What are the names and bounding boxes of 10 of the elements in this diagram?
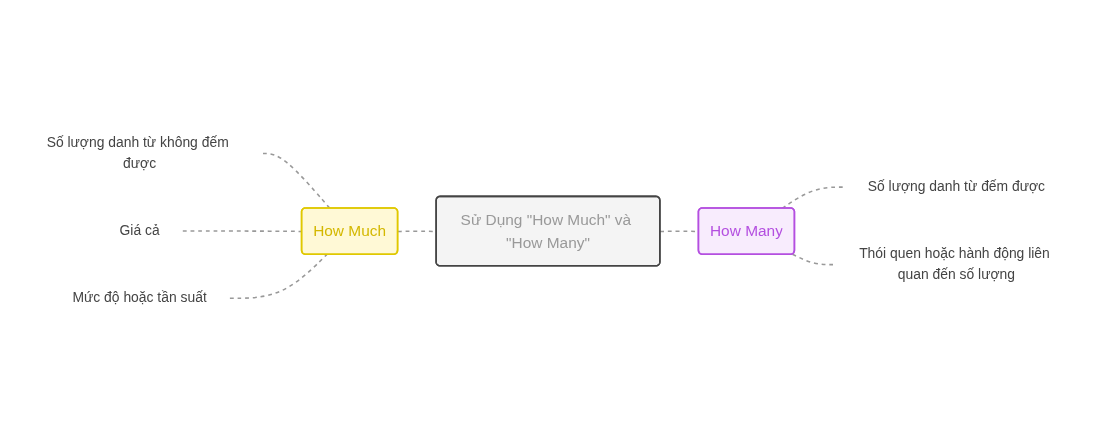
- node-text: Giá cả: [119, 222, 160, 239]
- node-text: Số lượng danh từ không đếm được: [46, 134, 229, 172]
- node-text: Mức độ hoặc tần suất: [72, 289, 207, 306]
- node-text: Số lượng danh từ đếm được: [867, 178, 1046, 195]
- connector: [781, 186, 846, 209]
- connector: [262, 152, 331, 209]
- connector: [229, 253, 328, 299]
- mind-map-diagram: Số lượng danh từ không đếm được Giá cả Mức độ hoặc tần suất How Much Sử Dụng "How Much" và "How Many" How Many Số lượng danh từ đếm được Thói quen hoặc hành động liên quan đến số lượng: [10, 114, 1086, 327]
- node-text: Thói quen hoặc hành động liên quan đến số lượng: [859, 245, 1050, 283]
- connector: [791, 253, 834, 266]
